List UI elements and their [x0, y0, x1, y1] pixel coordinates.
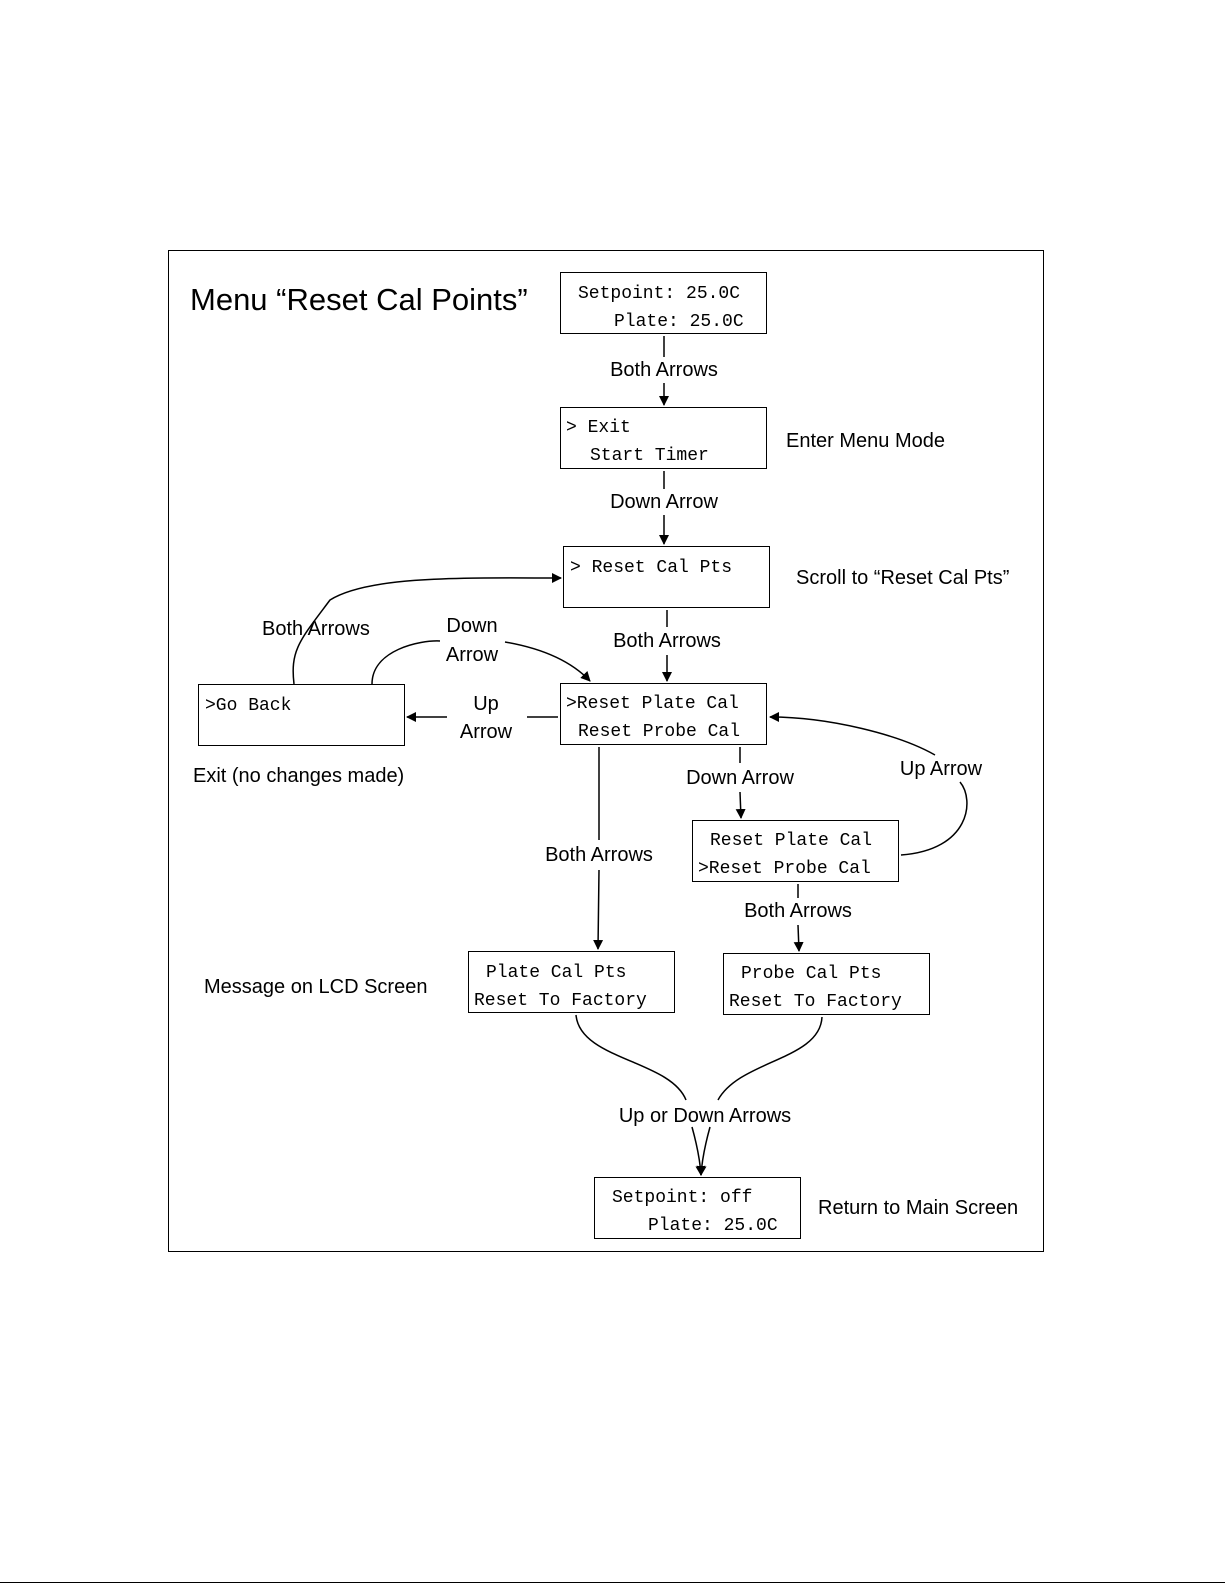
label-both-arrows-back: Both Arrows — [262, 618, 370, 640]
diagram-title: Menu “Reset Cal Points” — [190, 282, 528, 317]
lcd-line-2: Plate: 25.0C — [614, 312, 744, 332]
label-up-or-down: Up or Down Arrows — [618, 1105, 792, 1127]
arrow-both-arrows-probe — [798, 884, 799, 951]
lcd-line-2: >Reset Probe Cal — [698, 859, 871, 879]
arrow-down-arrow-2 — [740, 747, 741, 818]
lcd-line-1: > Reset Cal Pts — [570, 558, 733, 578]
lcd-line-2: Start Timer — [590, 446, 709, 466]
lcd-reset-plate-selected: >Reset Plate Cal Reset Probe Cal — [560, 683, 767, 745]
label-both-arrows-plate: Both Arrows — [545, 844, 653, 866]
lcd-go-back: >Go Back — [198, 684, 405, 746]
lcd-line-2: Reset To Factory — [729, 992, 902, 1012]
lcd-line-1: Setpoint: off — [612, 1188, 753, 1208]
label-up-left-2: Arrow — [459, 721, 513, 743]
lcd-line-1: >Go Back — [205, 696, 292, 716]
arrow-up-or-down-left — [575, 1014, 701, 1175]
lcd-line-1: Plate Cal Pts — [486, 963, 627, 983]
lcd-line-1: Setpoint: 25.0C — [578, 284, 741, 304]
label-up-arrow-right: Up Arrow — [899, 758, 983, 780]
lcd-plate-message: Plate Cal Pts Reset To Factory — [468, 951, 675, 1013]
note-return-main: Return to Main Screen — [818, 1197, 1019, 1219]
label-down-arrow-2: Down Arrow — [686, 767, 794, 789]
lcd-reset-probe-selected: Reset Plate Cal >Reset Probe Cal — [692, 820, 899, 882]
lcd-line-1: > Exit — [566, 418, 631, 438]
lcd-menu-reset-cal: > Reset Cal Pts — [563, 546, 770, 608]
arrow-both-arrows-back — [292, 572, 562, 685]
label-up-left-1: Up — [473, 693, 499, 715]
note-exit-no-changes: Exit (no changes made) — [193, 765, 405, 787]
note-scroll-to: Scroll to “Reset Cal Pts” — [796, 567, 1010, 589]
lcd-main-end: Setpoint: off Plate: 25.0C — [594, 1177, 801, 1239]
label-down-back-2: Arrow — [445, 644, 499, 666]
label-down-back-1: Down — [446, 615, 498, 637]
lcd-line-2: Reset To Factory — [474, 991, 647, 1011]
lcd-probe-message: Probe Cal Pts Reset To Factory — [723, 953, 930, 1015]
label-both-arrows-2: Both Arrows — [613, 630, 721, 652]
lcd-line-2: Reset Probe Cal — [578, 722, 741, 742]
lcd-line-2: Plate: 25.0C — [648, 1216, 778, 1236]
lcd-main-start: Setpoint: 25.0C Plate: 25.0C — [560, 272, 767, 334]
label-both-arrows-1: Both Arrows — [610, 359, 718, 381]
lcd-line-1: Probe Cal Pts — [741, 964, 882, 984]
label-down-arrow-1: Down Arrow — [610, 491, 718, 513]
label-both-arrows-probe: Both Arrows — [744, 900, 852, 922]
page-bottom-rule — [0, 1582, 1225, 1583]
note-message-lcd: Message on LCD Screen — [204, 976, 428, 998]
lcd-line-1: >Reset Plate Cal — [566, 694, 739, 714]
note-enter-menu: Enter Menu Mode — [786, 430, 945, 452]
arrow-both-arrows-plate — [598, 747, 599, 949]
arrow-down-arrow-back — [371, 640, 590, 684]
arrow-up-or-down-right — [701, 1016, 823, 1175]
arrow-up-arrow-right — [770, 717, 968, 856]
lcd-line-1: Reset Plate Cal — [710, 831, 873, 851]
